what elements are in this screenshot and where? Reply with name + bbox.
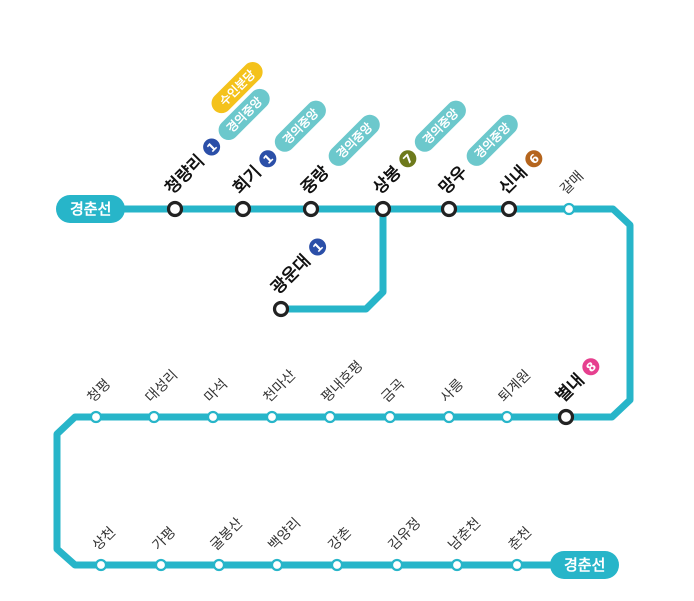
station-label-group-maseok: 마석 xyxy=(202,376,232,406)
line-name-badge-start: 경춘선 xyxy=(56,195,126,223)
station-marker-sangbong[interactable] xyxy=(374,200,392,218)
station-marker-gangchon[interactable] xyxy=(330,558,344,572)
station-marker-galmae[interactable] xyxy=(562,202,576,216)
station-marker-sinnae[interactable] xyxy=(500,200,518,218)
station-label-group-daeseongni: 대성리 xyxy=(143,367,182,406)
transfer-label-hoegi: 경의중앙 xyxy=(279,105,321,147)
station-name-chuncheon: 춘천 xyxy=(506,524,536,554)
station-label-group-toegyewon: 퇴계원 xyxy=(496,367,535,406)
station-label-group-chuncheon: 춘천 xyxy=(506,524,536,554)
station-marker-gimyujeong[interactable] xyxy=(390,558,404,572)
transfer-label-jungnang: 경의중앙 xyxy=(333,119,375,161)
transfer-badge-gyeongui-jungnang xyxy=(328,114,380,166)
line-1-badge-gwangundae xyxy=(309,238,327,256)
station-marker-pyeongnae[interactable] xyxy=(323,410,337,424)
station-name-gangchon: 강촌 xyxy=(326,524,356,554)
transfer-label-sangbong: 경의중앙 xyxy=(419,105,461,147)
station-name-byeollae: 별내 xyxy=(552,370,588,406)
station-marker-namchuncheon[interactable] xyxy=(450,558,464,572)
station-marker-cheongpyeong[interactable] xyxy=(89,410,103,424)
station-marker-cheongnyangni[interactable] xyxy=(166,200,184,218)
line-1-badge-hoegi xyxy=(259,150,277,168)
station-label-group-cheonmasan: 천마산 xyxy=(261,367,300,406)
station-name-baegyangni: 백양리 xyxy=(266,515,305,554)
station-marker-geumgok[interactable] xyxy=(383,410,397,424)
gyeongchun-line-path xyxy=(53,205,634,569)
station-marker-byeollae[interactable] xyxy=(557,408,575,426)
station-name-cheonmasan: 천마산 xyxy=(261,367,300,406)
transfer-badge-gyeongui-mangu xyxy=(466,114,518,166)
station-name-cheongnyangni: 청량리 xyxy=(161,151,209,199)
station-label-group-baegyangni: 백양리 xyxy=(266,515,305,554)
station-name-sangbong: 상봉 xyxy=(369,162,406,199)
station-marker-gwangundae[interactable] xyxy=(272,300,290,318)
station-name-hoegi: 회기 xyxy=(229,162,265,198)
station-marker-maseok[interactable] xyxy=(206,410,220,424)
station-marker-gulbongsan[interactable] xyxy=(212,558,226,572)
station-marker-cheonmasan[interactable] xyxy=(265,410,279,424)
station-name-toegyewon: 퇴계원 xyxy=(496,367,535,406)
station-label-group-byeollae: 별내8 xyxy=(552,358,600,407)
station-marker-toegyewon[interactable] xyxy=(500,410,514,424)
station-name-mangu: 망우 xyxy=(435,162,472,199)
station-label-group-cheongpyeong: 청평 xyxy=(85,376,115,406)
station-name-gimyujeong: 김유정 xyxy=(386,515,425,554)
station-name-galmae: 갈매 xyxy=(558,168,588,198)
station-name-cheongpyeong: 청평 xyxy=(85,376,115,406)
station-name-sareung: 사릉 xyxy=(438,376,468,406)
line-8-badge-byeollae xyxy=(582,358,600,376)
gwangundae-branch-path xyxy=(281,209,387,313)
station-marker-hoegi[interactable] xyxy=(234,200,252,218)
station-marker-sareung[interactable] xyxy=(442,410,456,424)
station-name-gwangundae: 광운대 xyxy=(267,251,314,298)
station-marker-baegyangni[interactable] xyxy=(270,558,284,572)
station-name-gapyeong: 가평 xyxy=(150,524,180,554)
station-name-daeseongni: 대성리 xyxy=(143,367,182,406)
station-name-sangcheon: 상천 xyxy=(90,524,120,554)
line-7-badge-sangbong xyxy=(399,150,417,168)
station-name-pyeongnae: 평내호평 xyxy=(319,358,367,406)
station-label-group-sareung: 사릉 xyxy=(438,376,468,406)
station-name-geumgok: 금곡 xyxy=(379,376,409,406)
station-label-group-geumgok: 금곡 xyxy=(379,376,409,406)
station-label-group-sangcheon: 상천 xyxy=(90,524,120,554)
line-name-badge-end: 경춘선 xyxy=(550,551,620,579)
station-label-group-gangchon: 강촌 xyxy=(326,524,356,554)
line-6-badge-sinnae xyxy=(525,150,543,168)
station-label-group-sinnae: 신내6 xyxy=(495,150,543,199)
station-name-jungnang: 중랑 xyxy=(297,162,334,199)
station-marker-sangcheon[interactable] xyxy=(94,558,108,572)
station-label-group-pyeongnae: 평내호평 xyxy=(319,358,367,406)
transfer-badge-gyeongui-sangbong xyxy=(414,100,466,152)
station-marker-gapyeong[interactable] xyxy=(154,558,168,572)
transfer-label-mangu: 경의중앙 xyxy=(471,119,513,161)
station-label-group-gapyeong: 가평 xyxy=(150,524,180,554)
station-label-group-namchuncheon: 남춘천 xyxy=(446,515,485,554)
station-name-gulbongsan: 굴봉산 xyxy=(208,515,247,554)
station-label-group-gulbongsan: 굴봉산 xyxy=(208,515,247,554)
station-marker-daeseongni[interactable] xyxy=(147,410,161,424)
station-label-group-gimyujeong: 김유정 xyxy=(386,515,425,554)
station-name-sinnae: 신내 xyxy=(495,162,531,198)
line-1-badge-cheongnyangni xyxy=(203,138,221,156)
station-marker-mangu[interactable] xyxy=(440,200,458,218)
station-marker-chuncheon[interactable] xyxy=(510,558,524,572)
transfer-badge-gyeongui-hoegi xyxy=(274,100,326,152)
station-marker-jungnang[interactable] xyxy=(302,200,320,218)
transfer-badge-suin-cheongnyangni xyxy=(211,62,263,114)
station-name-namchuncheon: 남춘천 xyxy=(446,515,485,554)
transfer-badge-gyeongui-cheongnyangni xyxy=(218,88,270,140)
station-name-maseok: 마석 xyxy=(202,376,232,406)
station-label-group-galmae: 갈매 xyxy=(558,168,588,198)
